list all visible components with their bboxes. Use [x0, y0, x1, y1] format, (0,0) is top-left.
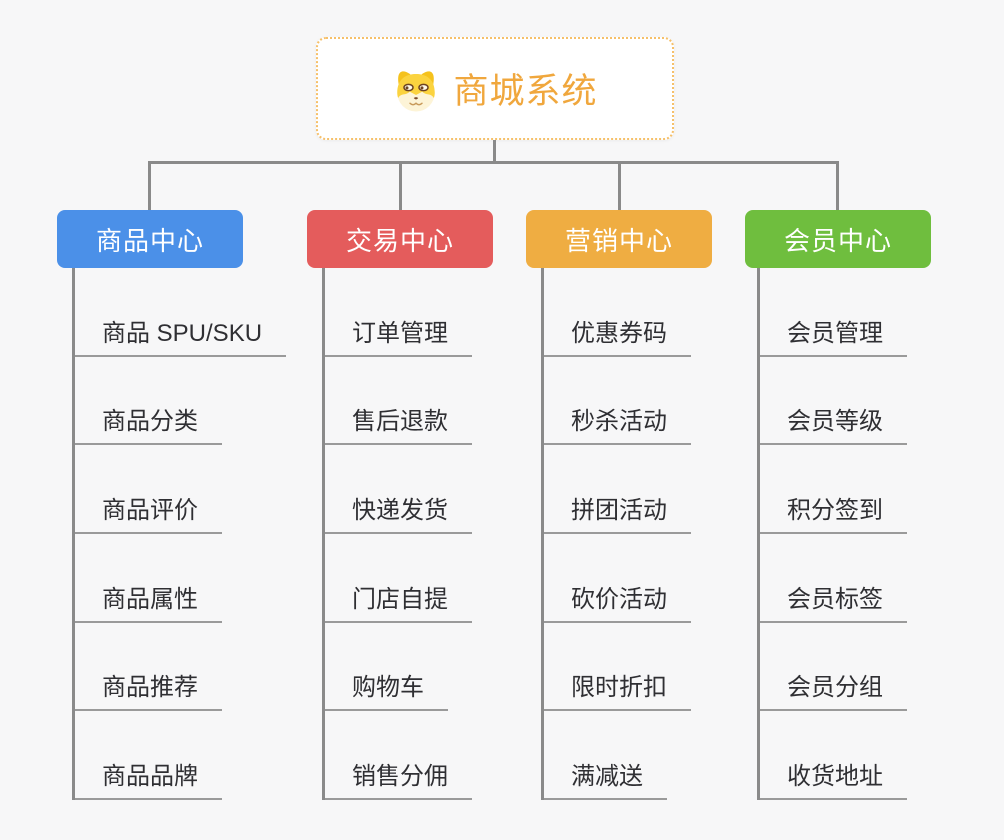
leaf-topic[interactable]: 积分签到 — [760, 490, 907, 534]
leaf-topic[interactable]: 收货地址 — [760, 756, 907, 800]
root-topic-node[interactable]: 商城系统 — [316, 37, 674, 140]
leaf-topic[interactable]: 会员等级 — [760, 401, 907, 446]
leaf-topic[interactable]: 订单管理 — [325, 313, 472, 357]
leaf-column-marketing-center: 优惠券码 秒杀活动 拼团活动 砍价活动 限时折扣 满减送 — [541, 268, 691, 800]
leaf-topic[interactable]: 商品分类 — [75, 401, 222, 446]
leaf-topic[interactable]: 门店自提 — [325, 579, 472, 623]
leaf-column-trade-center: 订单管理 售后退款 快递发货 门店自提 购物车 销售分佣 — [322, 268, 472, 800]
leaf-topic[interactable]: 购物车 — [325, 667, 448, 712]
leaf-topic[interactable]: 商品推荐 — [75, 667, 222, 712]
branch-node-member-center[interactable]: 会员中心 — [745, 210, 931, 268]
connector-drop-trade — [399, 161, 402, 211]
leaf-topic[interactable]: 优惠券码 — [544, 313, 691, 357]
branch-node-trade-center[interactable]: 交易中心 — [307, 210, 493, 268]
leaf-column-product-center: 商品 SPU/SKU 商品分类 商品评价 商品属性 商品推荐 商品品牌 — [72, 268, 287, 800]
leaf-topic[interactable]: 拼团活动 — [544, 490, 691, 534]
leaf-topic[interactable]: 商品品牌 — [75, 756, 222, 800]
connector-horizontal-bar — [148, 161, 839, 164]
connector-drop-products — [148, 161, 151, 211]
leaf-topic[interactable]: 售后退款 — [325, 401, 472, 446]
root-topic-title: 商城系统 — [453, 72, 598, 111]
leaf-topic[interactable]: 商品评价 — [75, 490, 222, 534]
leaf-topic[interactable]: 满减送 — [544, 756, 667, 800]
leaf-topic[interactable]: 商品 SPU/SKU — [75, 313, 287, 357]
connector-drop-members — [836, 161, 839, 211]
leaf-column-member-center: 会员管理 会员等级 积分签到 会员标签 会员分组 收货地址 — [757, 268, 907, 800]
leaf-topic[interactable]: 会员管理 — [760, 313, 907, 357]
branch-node-product-center[interactable]: 商品中心 — [57, 210, 243, 268]
leaf-topic[interactable]: 会员分组 — [760, 667, 907, 712]
leaf-topic[interactable]: 快递发货 — [325, 490, 472, 534]
leaf-topic[interactable]: 销售分佣 — [325, 756, 472, 800]
leaf-topic[interactable]: 秒杀活动 — [544, 401, 691, 446]
leaf-topic[interactable]: 会员标签 — [760, 579, 907, 623]
connector-drop-marketing — [618, 161, 621, 211]
leaf-topic[interactable]: 商品属性 — [75, 579, 222, 623]
leaf-topic[interactable]: 砍价活动 — [544, 579, 691, 623]
leaf-topic[interactable]: 限时折扣 — [544, 667, 691, 712]
dog-face-icon — [392, 65, 440, 113]
branch-node-marketing-center[interactable]: 营销中心 — [526, 210, 712, 268]
connector-root-stub — [493, 140, 496, 163]
